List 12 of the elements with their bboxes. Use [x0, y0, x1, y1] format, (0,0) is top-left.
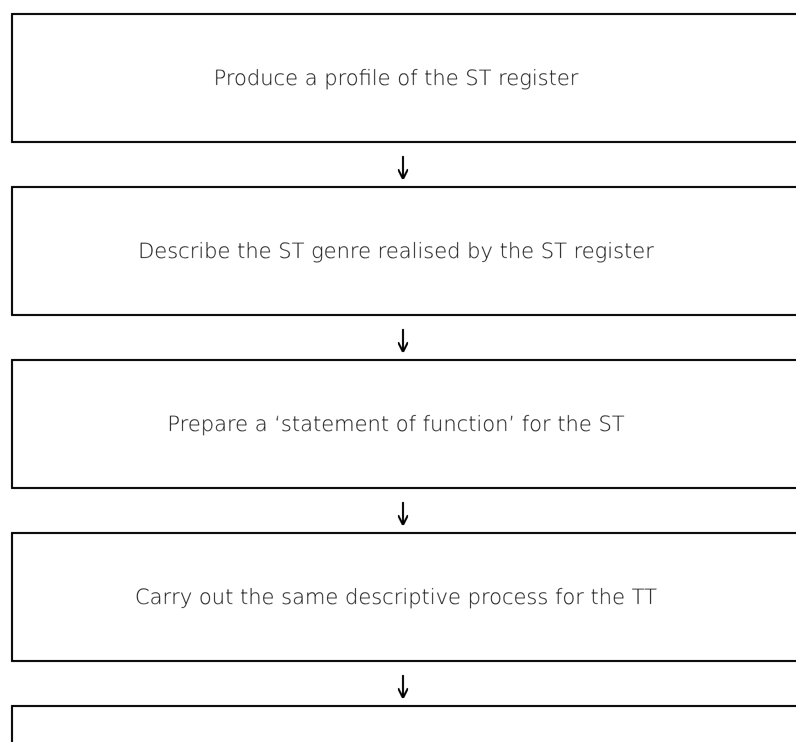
arrow [397, 156, 409, 180]
step-text: Produce a profile of the ST register [214, 66, 578, 90]
process-box [11, 532, 796, 662]
step-text: Describe the ST genre realised by the ST register [138, 239, 654, 263]
arrow [397, 502, 409, 526]
process-box [11, 186, 796, 316]
arrow [397, 675, 409, 699]
arrow [397, 329, 409, 353]
process-box [11, 13, 796, 143]
step-text: Prepare a ‘statement of function’ for the ST [167, 412, 625, 436]
step-text: Carry out the same descriptive process for the TT [135, 585, 657, 609]
process-box [11, 359, 796, 489]
